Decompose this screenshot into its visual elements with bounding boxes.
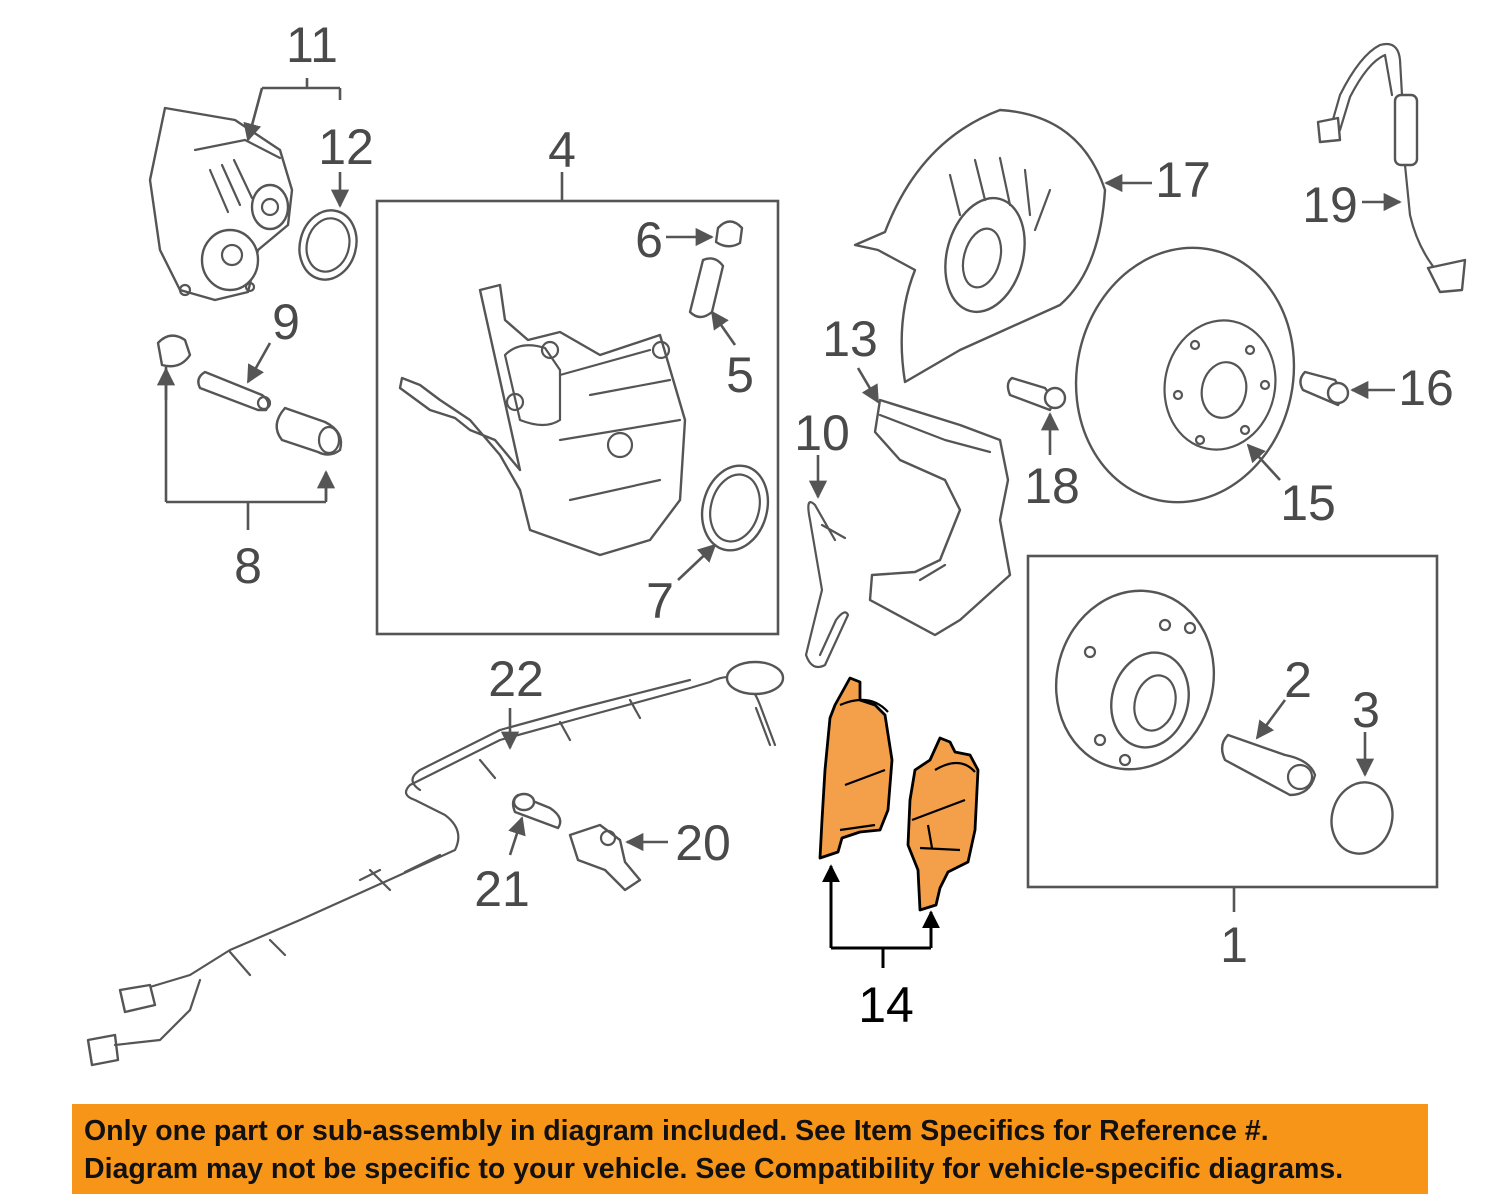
brake-parts-diagram: 1 2 3 4 5 6 7 8 9 10 11 12 13 14 15 16 1… (86, 17, 1467, 1067)
part-8-guide-bushings (156, 334, 343, 456)
part-16-bolt (1299, 370, 1350, 407)
disclaimer-line-2: Diagram may not be specific to your vehi… (84, 1153, 1344, 1185)
callout-16: 16 (1398, 360, 1454, 416)
callout-5: 5 (726, 347, 754, 403)
callout-11: 11 (286, 17, 338, 73)
part-13-caliper-carrier (868, 398, 1012, 637)
callout-13: 13 (822, 311, 878, 367)
part-15-brake-rotor (1074, 246, 1296, 504)
disclaimer-banner: Only one part or sub-assembly in diagram… (72, 1104, 1428, 1194)
callout-4: 4 (548, 122, 576, 178)
callout-10: 10 (794, 405, 850, 461)
part-9-guide-pin (197, 370, 272, 412)
part-11-brake-motor (148, 106, 294, 302)
part-12-seal-ring (298, 209, 358, 281)
part-21-sensor-bolt (511, 792, 562, 830)
callout-17: 17 (1155, 152, 1211, 208)
disclaimer-line-1: Only one part or sub-assembly in diagram… (84, 1115, 1269, 1147)
callout-9: 9 (272, 294, 300, 350)
callout-7: 7 (646, 573, 674, 629)
part-7-piston-seal (700, 464, 770, 552)
caliper-assembly-box (375, 199, 780, 636)
callout-19: 19 (1302, 177, 1358, 233)
callout-6: 6 (635, 212, 663, 268)
part-2-hub-bolt (1220, 733, 1317, 797)
part-10-spring-clip (804, 501, 850, 669)
part-20-sensor-bracket (568, 823, 642, 892)
callout-18: 18 (1024, 458, 1080, 514)
part-6-bleeder-cap (714, 220, 744, 248)
callout-22: 22 (488, 651, 544, 707)
hub-assembly-box (1026, 554, 1439, 889)
callout-20: 20 (675, 815, 731, 871)
callout-14: 14 (858, 977, 914, 1033)
part-14-brake-pads (818, 676, 980, 912)
callout-3: 3 (1352, 682, 1380, 738)
callout-15: 15 (1280, 475, 1336, 531)
callout-1: 1 (1220, 917, 1248, 973)
callout-labels: 1 2 3 4 5 6 7 8 9 10 11 12 13 14 15 16 1… (234, 17, 1454, 1033)
callout-21: 21 (474, 861, 530, 917)
callout-12: 12 (318, 119, 374, 175)
part-4-brake-caliper (398, 283, 687, 557)
part-22-wheel-speed-sensor (86, 660, 785, 1067)
callout-2: 2 (1284, 652, 1312, 708)
part-18-bolt (1006, 376, 1067, 412)
part-5-bleeder-screw (688, 257, 725, 319)
callout-8: 8 (234, 538, 262, 594)
part-17-splash-shield (853, 108, 1107, 384)
part-1-wheel-hub (1054, 589, 1216, 771)
part-19-brake-hose (1316, 42, 1467, 294)
part-3-dust-cap (1330, 781, 1394, 855)
